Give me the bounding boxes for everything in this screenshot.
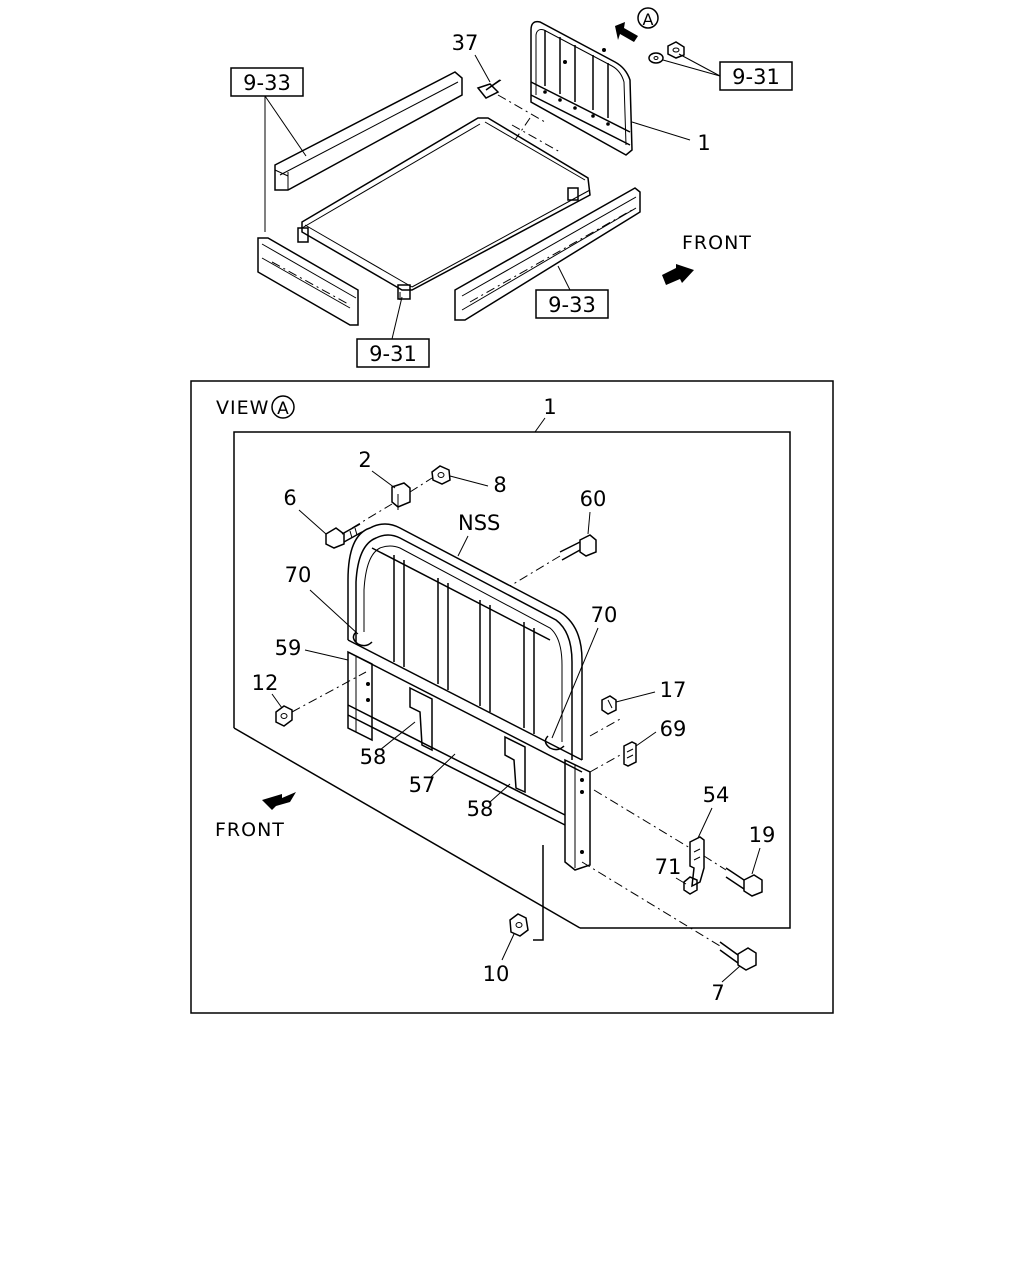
callout-54: 54	[703, 783, 730, 807]
bolt-37	[476, 79, 502, 99]
callout-6: 6	[283, 486, 296, 510]
top-assembly: A FRONT 9-33 9-31 9-33 9-31	[230, 7, 793, 368]
callout-2: 2	[358, 448, 371, 472]
part-70-clip-left	[352, 631, 373, 647]
bed-floor	[297, 117, 591, 300]
callout-12: 12	[252, 671, 279, 695]
part-7-bolt	[719, 941, 757, 971]
front-label-top: FRONT	[682, 232, 752, 254]
view-title-marker: A	[277, 399, 289, 419]
callout-10: 10	[483, 962, 510, 986]
nss-label: NSS	[458, 511, 500, 535]
view-a-panel: VIEW A	[190, 380, 834, 1014]
part-69-bracket	[623, 741, 637, 767]
front-arrow-view: FRONT	[215, 792, 296, 841]
svg-text:9-33: 9-33	[243, 71, 291, 95]
part-10-nut	[509, 913, 529, 937]
top-washer-nut	[648, 41, 685, 64]
callout-70-right: 70	[591, 603, 618, 627]
top-headboard	[530, 20, 633, 156]
callout-1: 1	[543, 395, 556, 419]
ref-box-9-31-right: 9-31	[662, 53, 793, 91]
left-side-panel	[274, 71, 463, 191]
part-60-bolt	[559, 534, 597, 561]
svg-text:9-31: 9-31	[732, 65, 780, 89]
part-2-bracket	[391, 482, 411, 510]
part-6-bolt	[325, 523, 363, 549]
callout-59: 59	[275, 636, 302, 660]
view-frame	[190, 380, 834, 1014]
part-12-nut	[275, 705, 293, 727]
callout-58-right: 58	[467, 797, 494, 821]
callout-69: 69	[660, 717, 687, 741]
callout-60: 60	[580, 487, 607, 511]
view-title: VIEW	[216, 397, 269, 419]
part-19-bolt	[725, 867, 763, 897]
front-label-view: FRONT	[215, 819, 285, 841]
part-71-nut	[683, 876, 698, 895]
svg-text:9-33: 9-33	[548, 293, 596, 317]
callout-7: 7	[711, 981, 724, 1005]
part-17-clip	[601, 695, 617, 715]
callout-37: 37	[452, 31, 479, 55]
ref-box-9-33-left: 9-33	[230, 67, 307, 232]
callout-70-left: 70	[285, 563, 312, 587]
ref-box-9-33-bottom: 9-33	[535, 265, 609, 319]
callout-71: 71	[655, 855, 682, 879]
part-54-latch	[689, 836, 705, 888]
callout-19: 19	[749, 823, 776, 847]
right-side-panel	[454, 187, 641, 321]
callout-17: 17	[660, 678, 687, 702]
front-left-panel	[257, 237, 359, 326]
view-a-arrow: A	[615, 7, 659, 42]
callout-8: 8	[493, 473, 506, 497]
part-70-clip-right	[544, 735, 565, 751]
part-8-nut	[431, 465, 451, 485]
view-a-marker: A	[643, 10, 654, 29]
callout-1-top: 1	[697, 131, 710, 155]
assembly-boundary	[233, 431, 791, 929]
front-arrow-top: FRONT	[662, 232, 752, 285]
ref-box-9-31-bottom: 9-31	[356, 296, 430, 368]
headboard-frame	[347, 523, 591, 871]
svg-text:9-31: 9-31	[369, 342, 417, 366]
